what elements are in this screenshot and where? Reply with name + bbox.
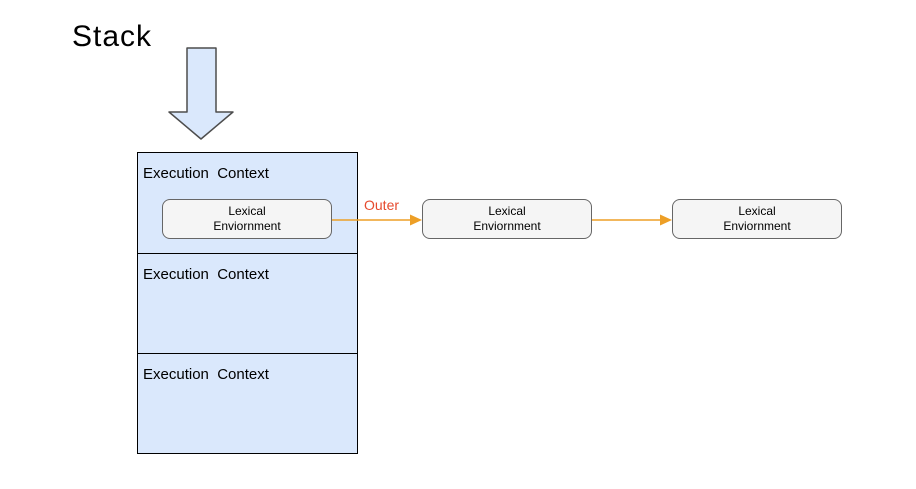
lexical-environment-label-line2: Enviornment bbox=[473, 219, 541, 233]
outer-label: Outer bbox=[364, 197, 400, 213]
arrowhead-icon bbox=[410, 214, 422, 226]
lexical-environment-box-1: Lexical Enviornment bbox=[162, 199, 332, 239]
arrowhead-icon bbox=[660, 214, 672, 226]
stack-down-arrow-icon bbox=[168, 47, 234, 140]
lexical-environment-label-line1: Lexical bbox=[738, 204, 776, 218]
lexical-environment-box-2: Lexical Enviornment bbox=[422, 199, 592, 239]
execution-context-label: Execution Context bbox=[143, 266, 269, 283]
stack-title: Stack bbox=[72, 20, 153, 53]
lexical-environment-box-3: Lexical Enviornment bbox=[672, 199, 842, 239]
execution-context-label: Execution Context bbox=[143, 366, 269, 383]
execution-context-frame-1: Execution Context bbox=[138, 153, 357, 253]
execution-stack: Execution Context Execution Context Exec… bbox=[137, 152, 358, 454]
lexical-environment-label-line1: Lexical bbox=[488, 204, 526, 218]
outer-connector-2 bbox=[592, 214, 672, 226]
execution-context-frame-3: Execution Context bbox=[138, 353, 357, 453]
execution-context-label: Execution Context bbox=[143, 165, 269, 182]
lexical-environment-label-line1: Lexical bbox=[228, 204, 266, 218]
lexical-environment-label-line2: Enviornment bbox=[723, 219, 791, 233]
execution-context-frame-2: Execution Context bbox=[138, 253, 357, 353]
lexical-environment-label-line2: Enviornment bbox=[213, 219, 281, 233]
